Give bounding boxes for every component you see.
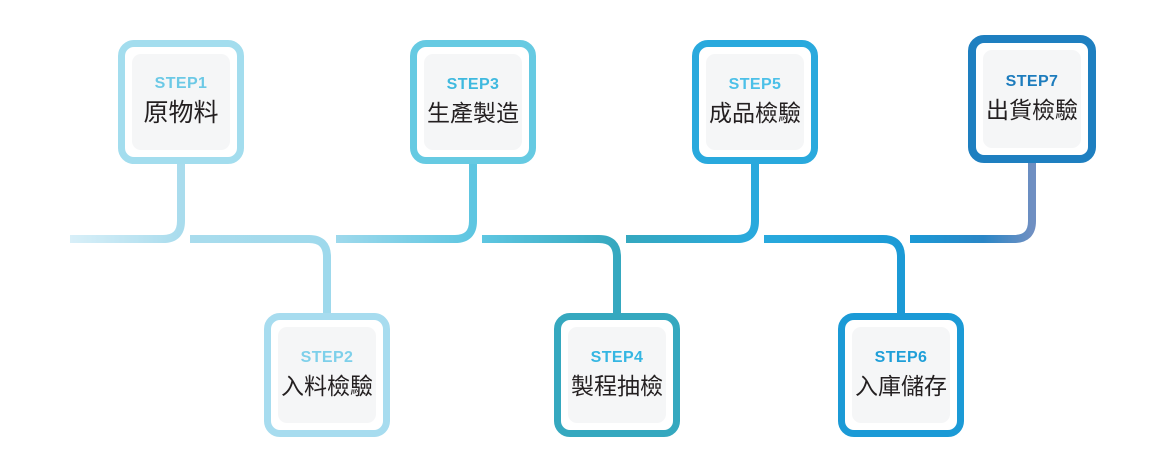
step-label-step2: STEP2 [300,349,354,367]
connector-step4-step5 [626,164,759,243]
step-title-step2: 入料檢驗 [281,373,373,400]
step-label-step1: STEP1 [154,75,208,93]
connector-step5-step6 [764,235,905,313]
step-title-step4: 製程抽檢 [571,373,663,400]
step-card-step5: STEP5 成品檢驗 [706,54,804,150]
step-box-step5[interactable]: STEP5 成品檢驗 [692,40,818,164]
step-title-step7: 出貨檢驗 [986,97,1078,124]
step-box-step6[interactable]: STEP6 入庫儲存 [838,313,964,437]
connector-step2-step3 [336,164,477,243]
step-card-step4: STEP4 製程抽檢 [568,327,666,423]
step-title-step1: 原物料 [143,99,219,128]
step-box-step7[interactable]: STEP7 出貨檢驗 [968,35,1096,163]
step-box-step2[interactable]: STEP2 入料檢驗 [264,313,390,437]
connector-step1-step2 [190,235,331,313]
step-label-step5: STEP5 [728,76,782,94]
connector-step6-step7 [910,163,1036,243]
connector-step3-step4 [482,235,621,313]
step-box-step3[interactable]: STEP3 生產製造 [410,40,536,164]
connector-lead-in [70,164,185,243]
step-box-step1[interactable]: STEP1 原物料 [118,40,244,164]
step-card-step3: STEP3 生產製造 [424,54,522,150]
step-card-step6: STEP6 入庫儲存 [852,327,950,423]
step-label-step4: STEP4 [590,349,644,367]
step-label-step7: STEP7 [1005,73,1059,91]
step-title-step3: 生產製造 [427,100,519,127]
step-label-step3: STEP3 [446,76,500,94]
step-title-step5: 成品檢驗 [709,100,801,127]
step-card-step1: STEP1 原物料 [132,54,230,150]
step-label-step6: STEP6 [874,349,928,367]
step-card-step7: STEP7 出貨檢驗 [983,50,1081,148]
step-title-step6: 入庫儲存 [855,373,947,400]
step-box-step4[interactable]: STEP4 製程抽檢 [554,313,680,437]
step-card-step2: STEP2 入料檢驗 [278,327,376,423]
